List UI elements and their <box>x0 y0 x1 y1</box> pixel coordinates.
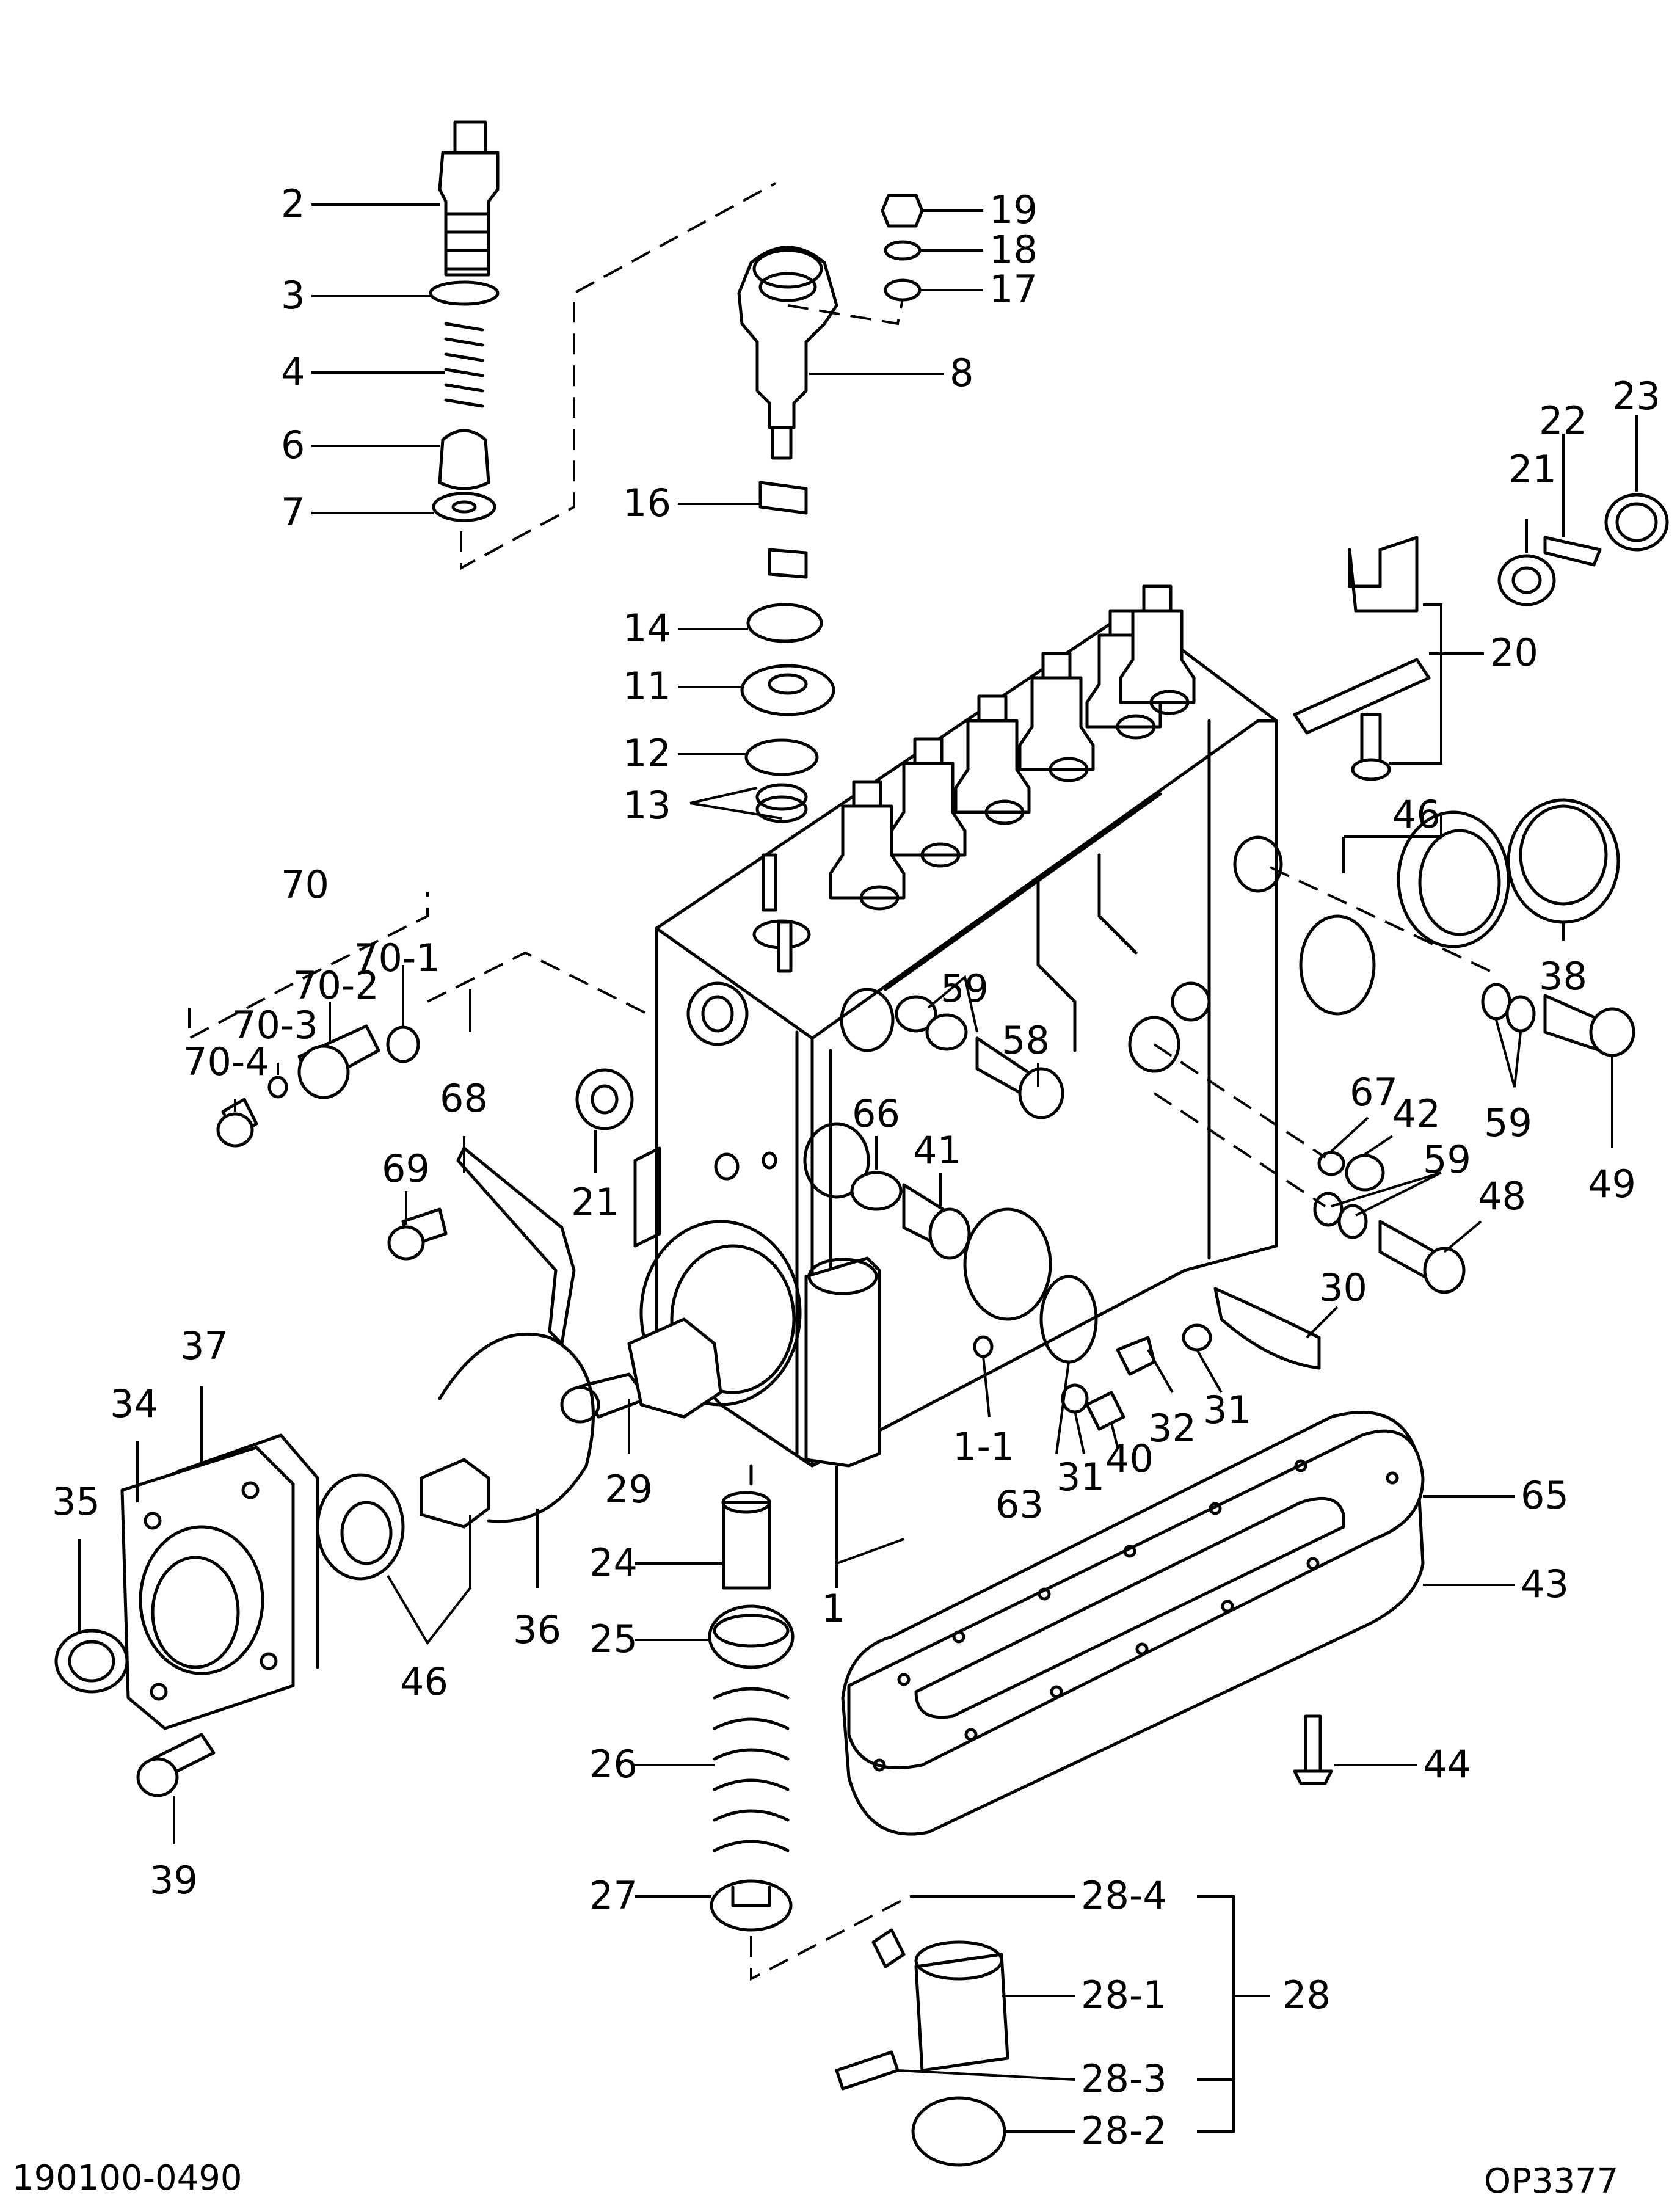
callout-3: 3 <box>281 273 305 318</box>
callout-31-left: 31 <box>1056 1455 1105 1499</box>
callout-23: 23 <box>1612 374 1660 418</box>
callout-28-4: 28-4 <box>1081 1873 1167 1918</box>
callout-70: 70 <box>281 862 329 907</box>
callout-70-4: 70-4 <box>183 1039 269 1084</box>
callout-13: 13 <box>623 783 671 828</box>
callout-18: 18 <box>989 227 1038 272</box>
callout-66: 66 <box>852 1091 900 1136</box>
callout-48: 48 <box>1478 1174 1526 1218</box>
callout-28-3: 28-3 <box>1081 2056 1167 2101</box>
callout-36: 36 <box>513 1607 561 1652</box>
callout-35: 35 <box>52 1479 100 1524</box>
callout-46-right: 46 <box>1392 792 1441 837</box>
callout-70-1: 70-1 <box>354 936 440 980</box>
callout-67: 67 <box>1350 1070 1398 1115</box>
callout-70-3: 70-3 <box>232 1003 318 1047</box>
callout-4: 4 <box>281 349 305 394</box>
callout-21-left: 21 <box>571 1180 619 1225</box>
callout-58: 58 <box>1002 1018 1050 1063</box>
callout-27: 27 <box>589 1873 638 1918</box>
delivery-valve-holders <box>752 584 1196 973</box>
delivery-valve-stack <box>429 120 500 522</box>
callout-20: 20 <box>1490 630 1538 675</box>
right-side-fittings <box>1213 798 1635 1370</box>
callout-12: 12 <box>623 731 671 776</box>
callout-19: 19 <box>989 187 1038 232</box>
callout-8: 8 <box>950 351 973 395</box>
callout-70-2: 70-2 <box>293 963 379 1008</box>
stack-to-holder-dashed-line <box>460 182 776 570</box>
valve-holder-assembly <box>737 194 924 823</box>
callout-2: 2 <box>281 181 305 226</box>
callout-17: 17 <box>989 267 1038 311</box>
callout-65: 65 <box>1521 1473 1569 1518</box>
center-fittings <box>850 995 1212 1431</box>
callout-40: 40 <box>1105 1436 1154 1481</box>
callout-1: 1 <box>821 1586 845 1631</box>
callout-29: 29 <box>605 1467 653 1512</box>
callout-43: 43 <box>1521 1562 1569 1606</box>
callout-11: 11 <box>623 664 671 708</box>
callout-1-1: 1-1 <box>953 1424 1014 1469</box>
figure-code-label: OP3377 <box>1484 2161 1618 2201</box>
callout-44: 44 <box>1423 1742 1471 1786</box>
pump-housing <box>633 609 1283 1468</box>
callout-25: 25 <box>589 1617 638 1661</box>
callout-16: 16 <box>623 481 671 525</box>
callout-32: 32 <box>1148 1406 1196 1451</box>
leader-lines <box>78 203 1638 2133</box>
callout-59-top: 59 <box>940 966 989 1011</box>
callout-63: 63 <box>995 1482 1044 1527</box>
callout-22: 22 <box>1539 398 1587 443</box>
callout-14: 14 <box>623 606 671 650</box>
right-upper-dashed-line <box>1270 866 1491 972</box>
callout-42: 42 <box>1392 1091 1441 1136</box>
callout-37: 37 <box>180 1323 228 1368</box>
callout-24: 24 <box>589 1540 638 1585</box>
part-number-label: 190100-0490 <box>12 2158 242 2198</box>
callout-49: 49 <box>1588 1162 1636 1206</box>
callout-68: 68 <box>440 1076 488 1121</box>
left-fittings <box>188 892 648 1345</box>
callout-28-1: 28-1 <box>1081 1973 1167 2017</box>
callout-21-top: 21 <box>1508 447 1557 492</box>
callout-labels: 2 3 4 6 7 8 16 14 11 12 13 19 18 17 21 2… <box>52 181 1660 2153</box>
callout-59-right: 59 <box>1484 1101 1532 1145</box>
callout-59-mid: 59 <box>1423 1137 1471 1182</box>
coupling-assembly <box>54 1317 722 1797</box>
callout-30: 30 <box>1319 1265 1367 1310</box>
holder-washer-dashed-line <box>787 299 904 326</box>
callout-26: 26 <box>589 1742 638 1786</box>
callout-39: 39 <box>150 1858 198 1902</box>
callout-34: 34 <box>110 1381 158 1426</box>
right-lower-dashed-line <box>1153 1043 1326 1207</box>
callout-28: 28 <box>1282 1973 1331 2017</box>
callout-69: 69 <box>382 1146 430 1191</box>
tappet-assembly <box>708 1464 1009 2167</box>
bracket-and-plugs <box>1293 493 1669 781</box>
callout-38: 38 <box>1539 954 1587 999</box>
callout-28-2: 28-2 <box>1081 2108 1167 2153</box>
callout-6: 6 <box>281 423 305 467</box>
callout-31-right: 31 <box>1203 1388 1251 1432</box>
callout-7: 7 <box>281 490 305 534</box>
cover-gaskets <box>841 1411 1425 1836</box>
callout-46-left: 46 <box>400 1659 448 1704</box>
callout-41: 41 <box>913 1128 961 1173</box>
